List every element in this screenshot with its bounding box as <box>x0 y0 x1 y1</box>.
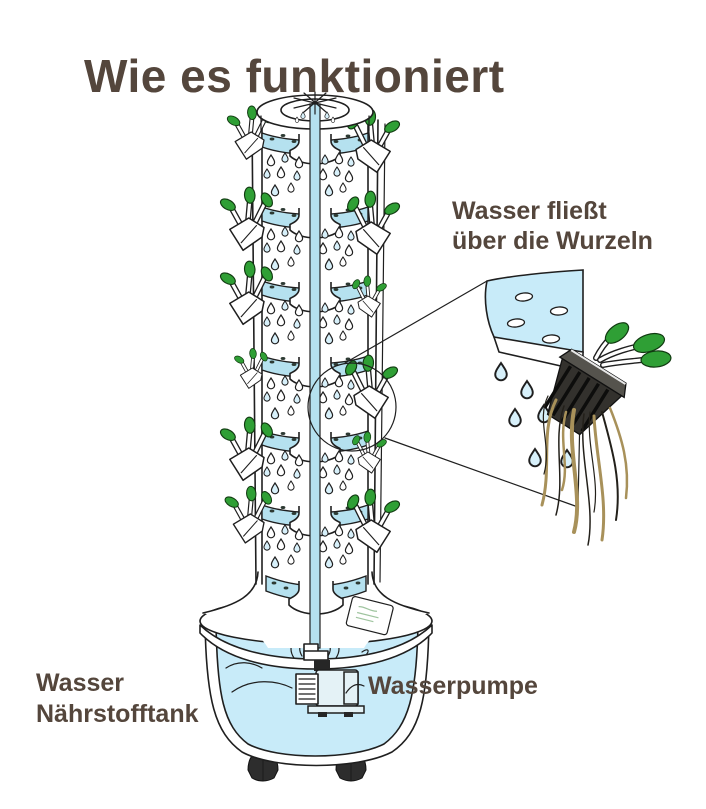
central-water-tube <box>309 103 321 649</box>
pump-tube <box>303 643 330 671</box>
callout-line-bottom <box>384 437 579 508</box>
label-water-pump: Wasserpumpe <box>368 672 538 700</box>
callout-line-top <box>344 280 488 364</box>
roots <box>540 395 629 546</box>
label-nutrient-tank: Wasser Nährstofftank <box>36 668 199 730</box>
water-pump <box>295 669 365 717</box>
pump-callout-line <box>345 683 365 694</box>
root-closeup-inset <box>344 269 672 546</box>
label-line: Wasser <box>36 669 125 697</box>
page-title: Wie es funktioniert <box>84 49 505 102</box>
label-line: Nährstofftank <box>36 700 199 728</box>
sprinkler-icon <box>293 91 337 123</box>
label-line: über die Wurzeln <box>452 227 653 255</box>
net-pot <box>543 348 627 436</box>
magnifier-circle <box>307 362 397 452</box>
label-line: Wasser fließt <box>452 197 607 225</box>
logo-card <box>345 596 394 636</box>
plant-leaves <box>593 322 672 368</box>
label-water-flows-over-roots: Wasser fließt über die Wurzeln <box>452 196 653 256</box>
water-surface-waves <box>225 639 371 693</box>
